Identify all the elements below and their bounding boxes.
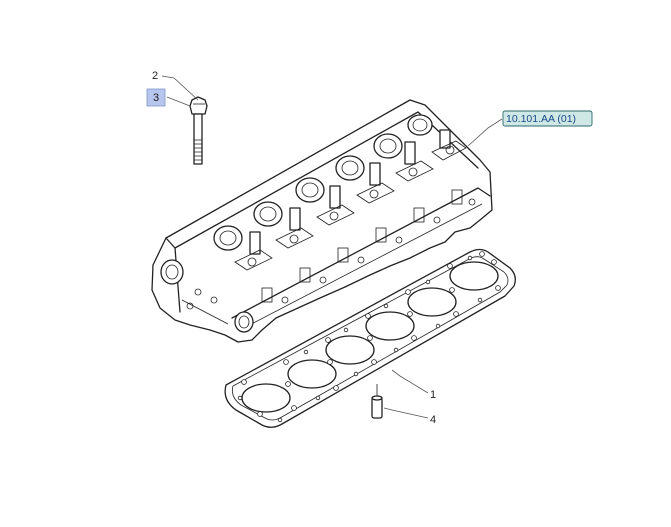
callout-3[interactable]: 3	[146, 88, 166, 107]
side-ports	[261, 189, 476, 304]
head-bolt[interactable]	[189, 96, 208, 165]
callout-2-label: 2	[152, 70, 158, 82]
reference-box	[502, 110, 593, 127]
leader-lines	[161, 75, 503, 419]
callout-3-highlight	[146, 88, 166, 107]
reference-label: 10.101.AA (01)	[506, 113, 576, 125]
valve-bores	[213, 114, 433, 251]
callout-3-label: 3	[153, 92, 159, 104]
cylinder-head[interactable]	[151, 99, 493, 343]
callout-4-label: 4	[430, 414, 436, 426]
dowel-pin[interactable]	[371, 384, 383, 419]
reference-link[interactable]: 10.101.AA (01)	[502, 110, 593, 127]
gasket-holes	[237, 251, 501, 423]
callout-2[interactable]: 2	[152, 70, 158, 82]
callout-4[interactable]: 4	[430, 414, 436, 426]
callout-1-label: 1	[430, 389, 436, 401]
head-gasket[interactable]	[224, 248, 516, 428]
callout-1[interactable]: 1	[430, 389, 436, 401]
front-end	[160, 259, 254, 333]
port-blocks	[234, 140, 467, 271]
